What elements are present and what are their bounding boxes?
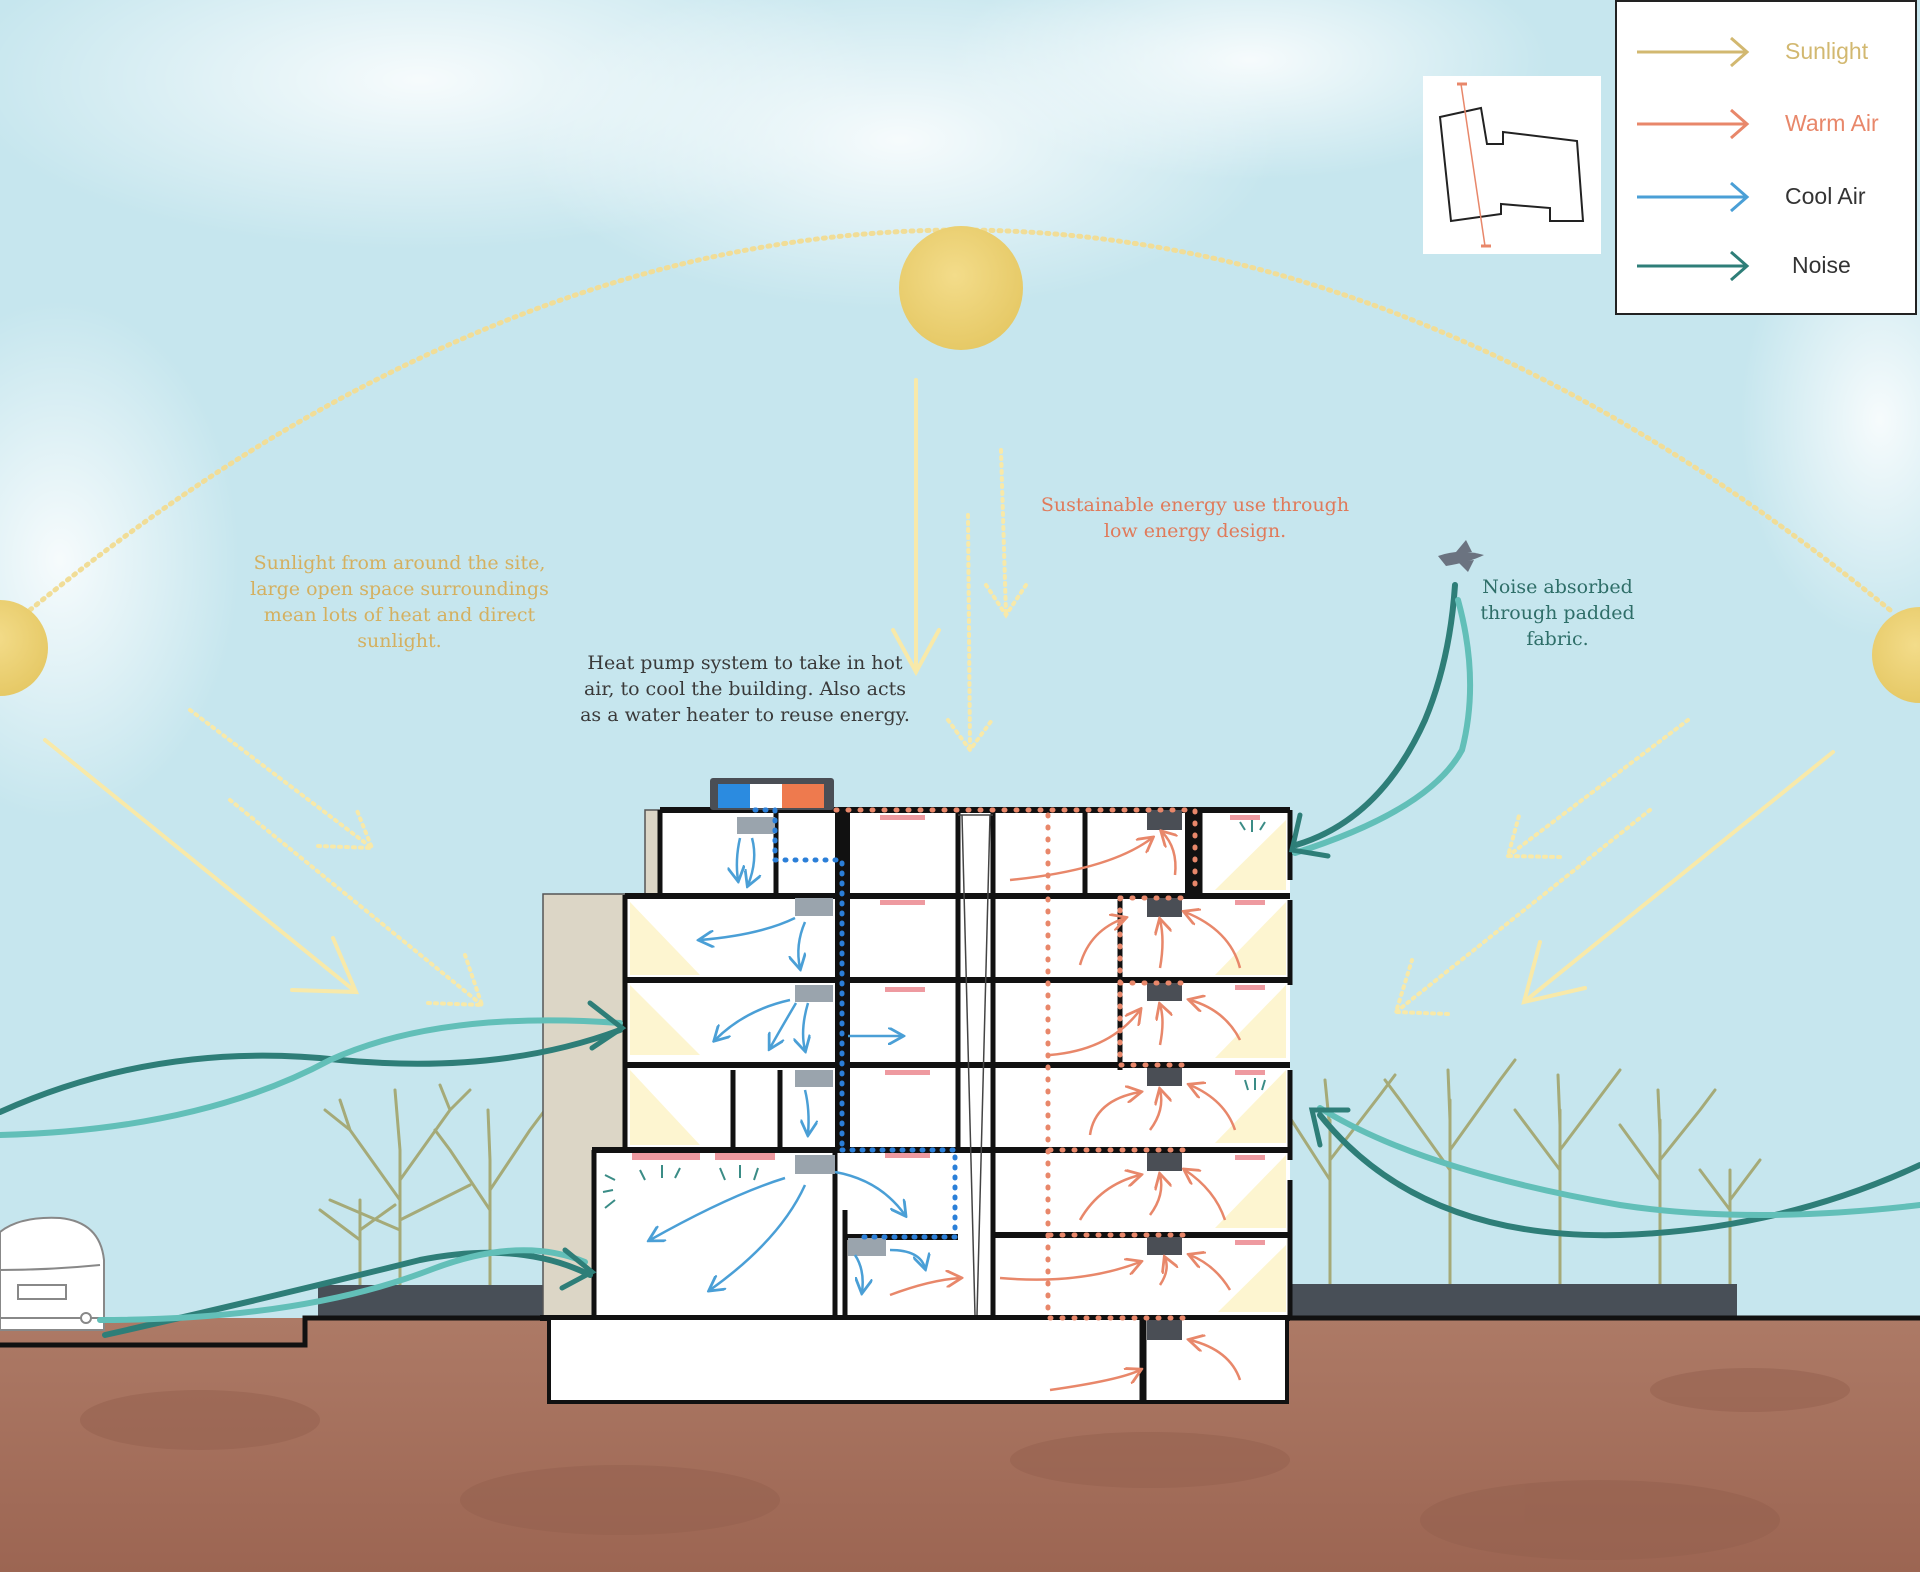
cool-air-arrow-icon <box>1637 181 1750 213</box>
legend-label-cool-air: Cool Air <box>1785 183 1866 209</box>
building-section <box>540 778 1293 1404</box>
trees-left <box>318 1083 547 1292</box>
sunlight-rays <box>43 378 1835 1016</box>
legend-label-noise: Noise <box>1792 252 1851 278</box>
cool-air-arrows <box>650 837 925 1292</box>
key-plan <box>1423 76 1601 254</box>
warm-air-arrows <box>889 832 1242 1392</box>
plane-icon <box>1438 540 1484 572</box>
legend-item-warm-air: Warm Air <box>1635 104 1905 144</box>
warm-air-ducts <box>833 807 1198 1321</box>
energy-note: Sustainable energy use through low energ… <box>1040 494 1350 542</box>
legend-label-warm-air: Warm Air <box>1785 110 1879 136</box>
legend-label-sunlight: Sunlight <box>1785 38 1869 64</box>
planter-right <box>1290 1284 1737 1318</box>
cool-air-ducts <box>752 807 958 1240</box>
noise-note: Noise absorbed through padded fabric. <box>1480 576 1635 650</box>
legend-item-noise: Noise <box>1635 246 1905 286</box>
trees-right <box>1268 1058 1762 1292</box>
legend: Sunlight Warm Air Cool Air Noise <box>1615 0 1917 315</box>
ground-texture <box>80 1368 1850 1560</box>
sunlight-arrow-icon <box>1637 36 1750 68</box>
legend-item-sunlight: Sunlight <box>1635 32 1905 72</box>
legend-item-cool-air: Cool Air <box>1635 177 1905 217</box>
warm-air-arrow-icon <box>1637 108 1750 140</box>
sky-clouds <box>0 0 1920 820</box>
heat-pump-note: Heat pump system to take in hot air, to … <box>580 652 910 726</box>
planter-left <box>318 1285 548 1317</box>
sun-icon <box>0 226 1920 703</box>
bus-icon <box>0 1216 105 1331</box>
sunlight-note: Sunlight from around the site, large ope… <box>250 552 549 652</box>
cool-air-vent-ticks <box>602 820 1266 1209</box>
noise-paths <box>0 582 1920 1338</box>
noise-arrow-icon <box>1637 250 1750 282</box>
